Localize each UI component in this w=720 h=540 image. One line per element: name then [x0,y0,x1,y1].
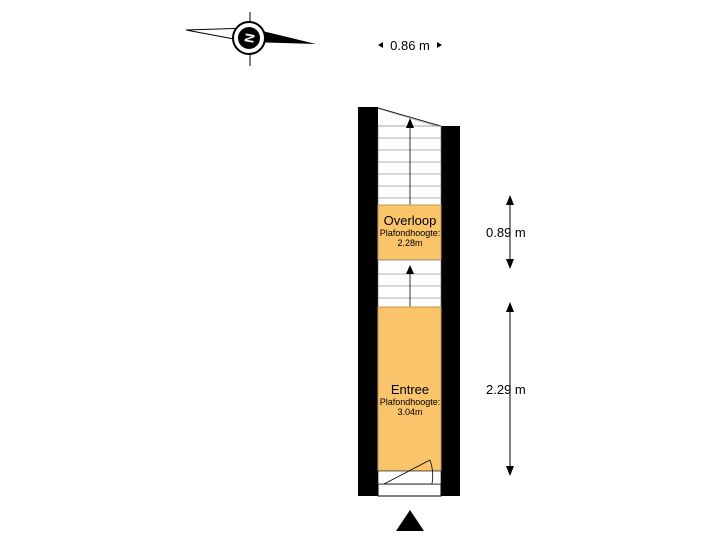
dimension-entrance: 2.29 m [486,302,526,476]
room-overloop: Overloop Plafondhoogte: 2.28m [377,204,442,261]
dimension-entrance-label: 2.29 m [486,382,526,397]
dimension-landing-label: 0.89 m [486,225,526,240]
entrance-arrow-icon [396,510,424,531]
compass-icon: N [185,12,316,66]
room-entree: Entree Plafondhoogte: 3.04m [377,306,442,472]
room-overloop-ceiling-label: Plafondhoogte: [380,228,441,238]
dimension-landing: 0.89 m [486,195,526,269]
upper-stair-arrow-icon [406,118,414,128]
front-door [377,459,442,485]
upper-stair [377,107,442,206]
room-entree-ceiling-value: 3.04m [397,407,422,417]
dimension-width: 0.86 m [378,38,442,53]
room-overloop-ceiling-value: 2.28m [397,238,422,248]
room-entree-ceiling-label: Plafondhoogte: [380,397,441,407]
lower-stair [377,259,442,308]
dimension-width-label: 0.86 m [390,38,430,53]
room-overloop-name: Overloop [384,213,437,228]
room-entree-name: Entree [391,382,429,397]
compass-north-label: N [241,32,257,44]
lower-stair-arrow-icon [406,265,414,274]
right-wall [441,126,460,496]
left-wall [358,107,378,496]
bottom-threshold [377,483,442,497]
